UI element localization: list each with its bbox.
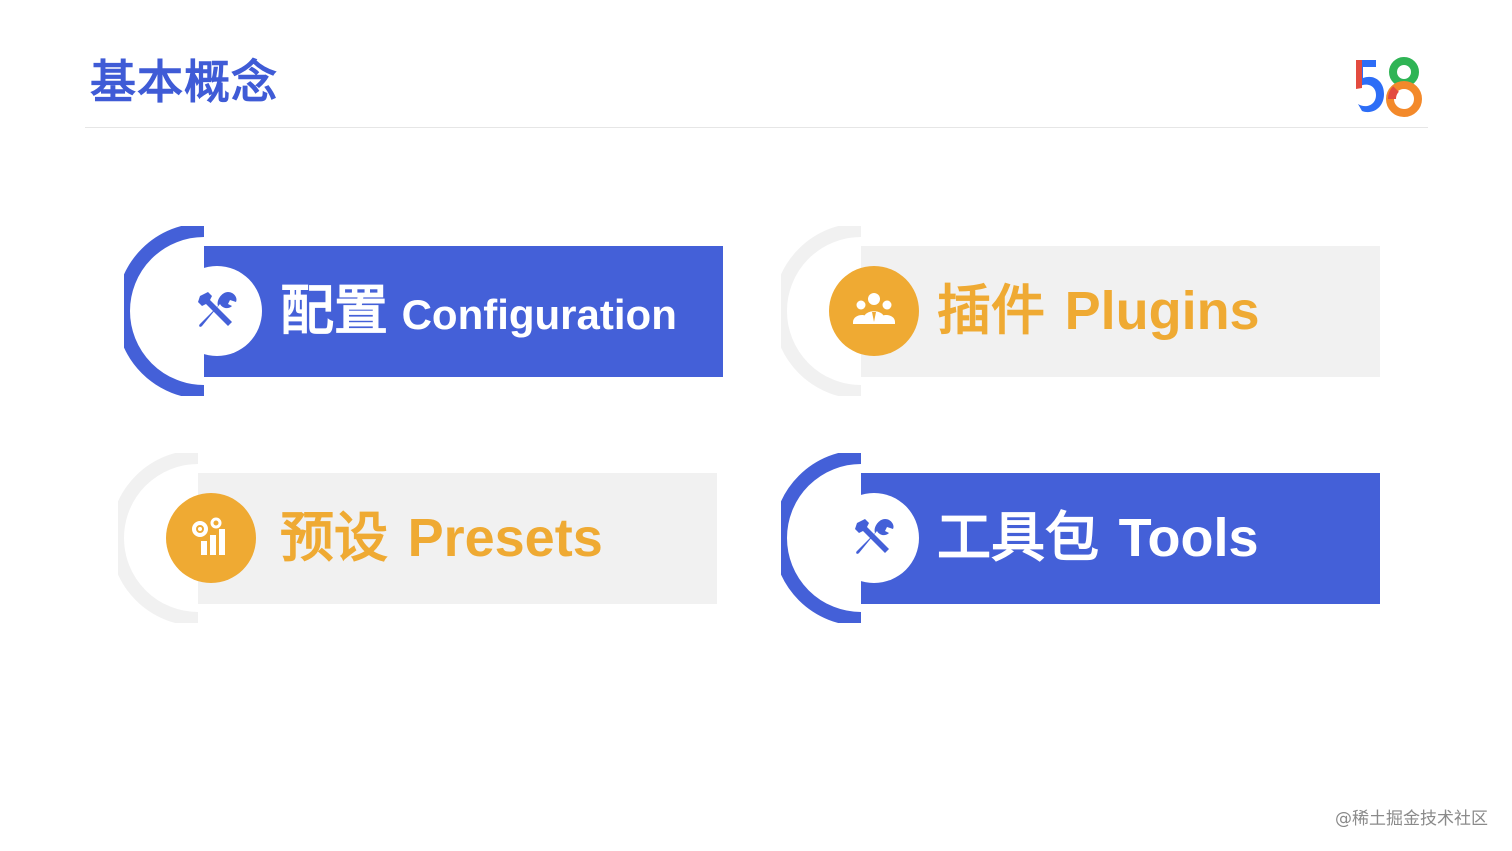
card-bar xyxy=(198,473,717,604)
card-label-zh: 工具包 xyxy=(937,506,1099,569)
tools-icon xyxy=(855,519,894,554)
card-bar xyxy=(861,246,1380,377)
decorative-arc xyxy=(124,226,205,396)
card-label-zh: 插件 xyxy=(937,279,1045,342)
card-label-en: Configuration xyxy=(401,291,677,338)
card-label-zh: 配置 xyxy=(280,279,388,342)
card-label-en: Plugins xyxy=(1064,281,1260,341)
header-divider xyxy=(85,127,1428,128)
decorative-arc xyxy=(781,226,862,396)
card-configuration[interactable]: 配置 Configuration xyxy=(124,226,724,398)
decorative-arc xyxy=(781,453,862,623)
watermark: @稀土掘金技术社区 xyxy=(1335,809,1488,829)
gear-chart-icon xyxy=(192,517,225,555)
card-label-zh: 预设 xyxy=(280,506,388,569)
card-tools[interactable]: 工具包 Tools xyxy=(781,453,1381,625)
card-label-en: Tools xyxy=(1118,508,1259,568)
card-label: 预设 Presets xyxy=(280,505,603,571)
page-title: 基本概念 xyxy=(90,55,278,109)
icon-circle xyxy=(172,266,262,356)
icon-circle xyxy=(829,493,919,583)
tools-icon xyxy=(198,292,237,327)
icon-circle xyxy=(829,266,919,356)
card-label: 插件 Plugins xyxy=(937,278,1260,344)
decorative-arc xyxy=(118,453,199,623)
card-presets[interactable]: 预设 Presets xyxy=(118,453,718,625)
card-label: 工具包 Tools xyxy=(937,505,1259,571)
icon-circle xyxy=(166,493,256,583)
card-bar xyxy=(204,246,723,377)
card-label: 配置 Configuration xyxy=(280,278,677,344)
card-plugins[interactable]: 插件 Plugins xyxy=(781,226,1381,398)
users-group-icon xyxy=(853,293,895,324)
card-label-en: Presets xyxy=(407,508,603,568)
card-bar xyxy=(861,473,1380,604)
brand-logo-58 xyxy=(1356,57,1422,117)
